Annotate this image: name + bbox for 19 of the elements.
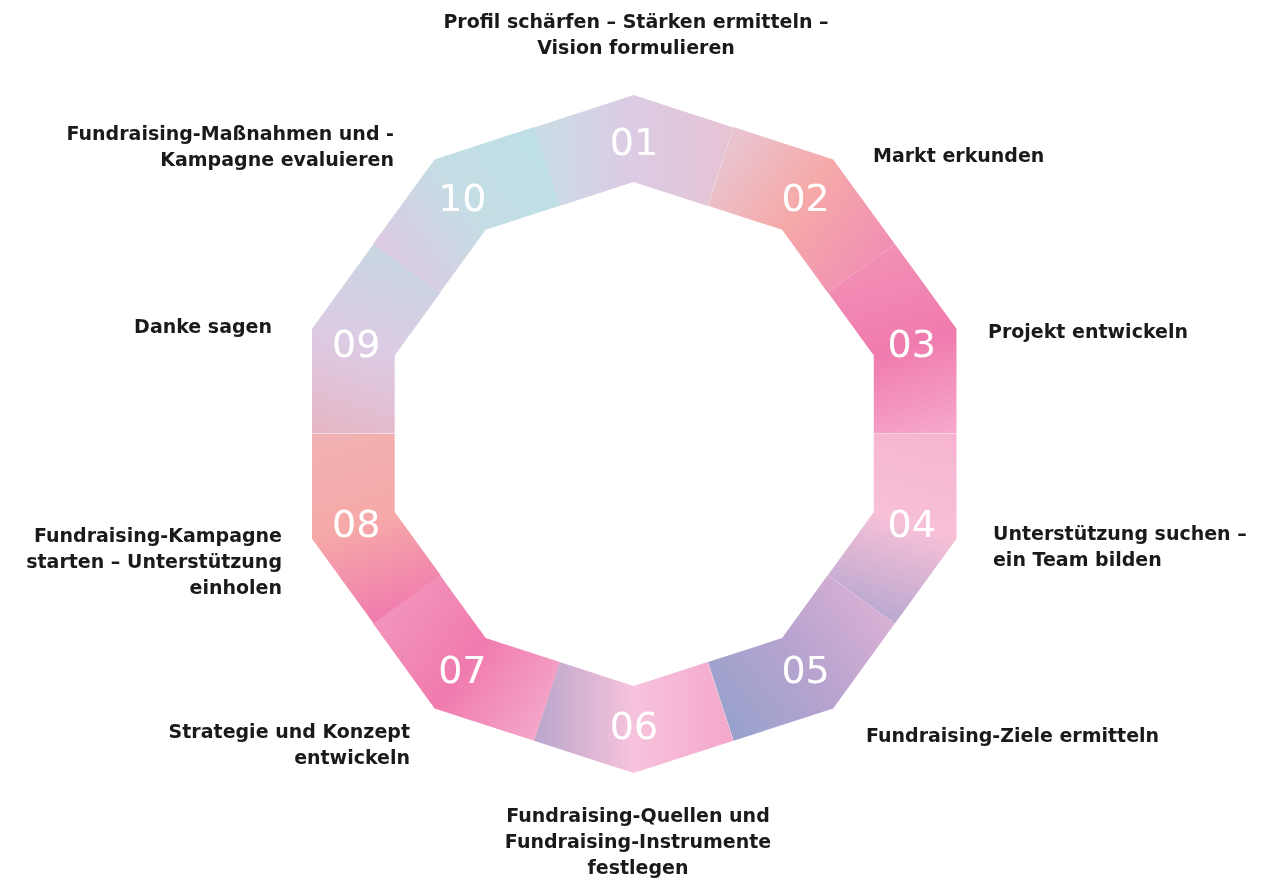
- step-number: 08: [332, 505, 381, 544]
- step-number: 10: [438, 178, 487, 217]
- step-label: Fundraising-Kampagne starten – Unterstützung einholen: [25, 523, 282, 601]
- step-number: 05: [781, 651, 830, 690]
- step-label: Projekt entwickeln: [988, 319, 1189, 344]
- step-label: Danke sagen: [133, 314, 272, 339]
- step-label: Fundraising-Maßnahmen und -Kampagne evaluieren: [65, 121, 394, 173]
- step-label: Unterstützung suchen – ein Team bilden: [993, 521, 1248, 573]
- step-label: Markt erkunden: [873, 143, 1046, 168]
- step-number: 09: [332, 324, 381, 363]
- step-number: 02: [781, 178, 830, 217]
- step-number: 06: [609, 707, 659, 745]
- step-label: Profil schärfen – Stärken ermitteln – Vision formulieren: [442, 9, 830, 61]
- step-number: 04: [887, 505, 936, 544]
- step-number: 03: [887, 324, 936, 363]
- step-label: Fundraising-Quellen und Fundraising-Instrumente festlegen: [503, 803, 773, 881]
- step-label: Strategie und Konzept entwickeln: [167, 719, 410, 771]
- step-label: Fundraising-Ziele ermitteln: [866, 723, 1161, 748]
- step-number: 07: [438, 651, 487, 690]
